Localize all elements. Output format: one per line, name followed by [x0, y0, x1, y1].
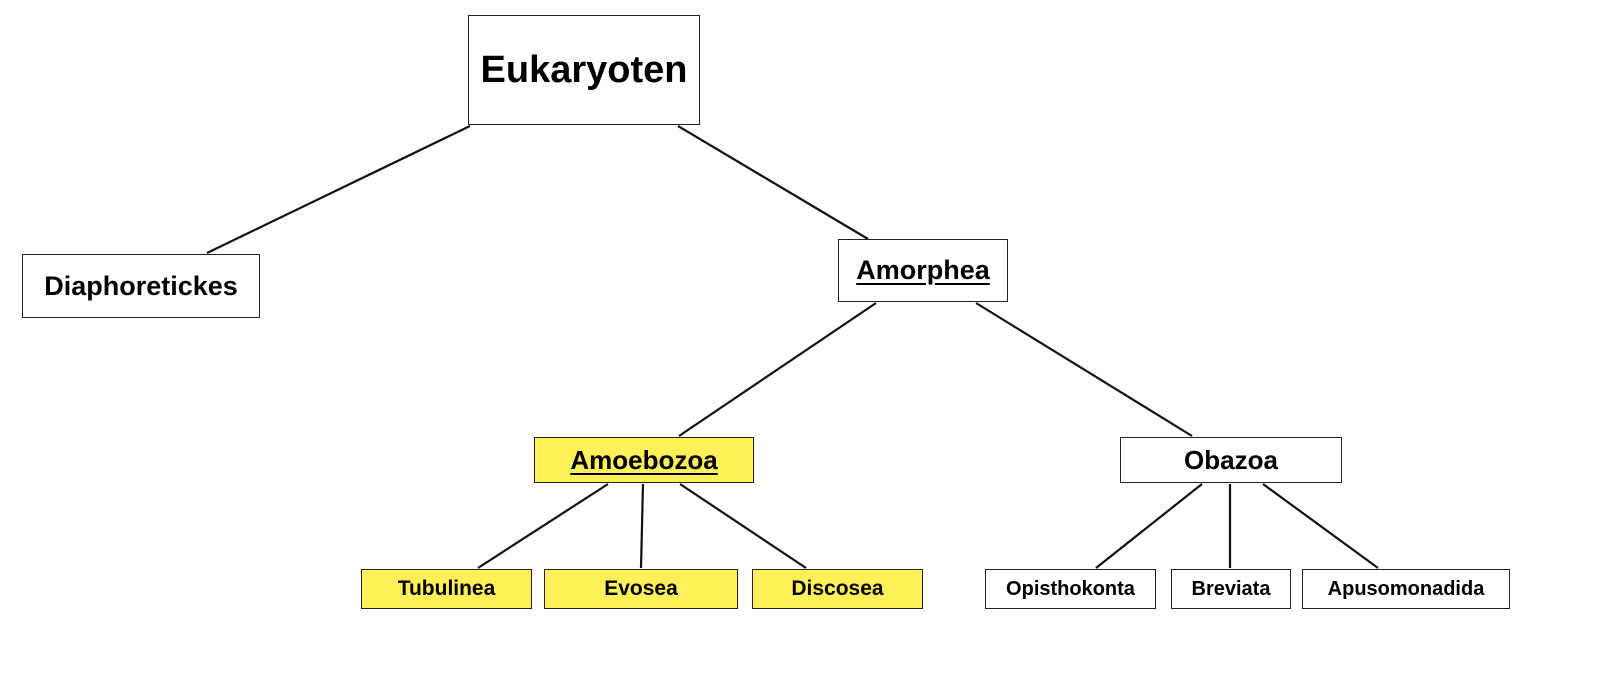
node-breviata: Breviata	[1171, 569, 1291, 609]
node-label: Breviata	[1191, 577, 1271, 600]
node-amorphea: Amorphea	[838, 239, 1008, 302]
node-obazoa: Obazoa	[1120, 437, 1342, 483]
node-evosea: Evosea	[544, 569, 738, 609]
edge-amoebozoa-tubulinea	[477, 483, 609, 569]
node-label: Amoebozoa	[570, 444, 718, 475]
edge-amoebozoa-evosea	[639, 483, 645, 569]
node-diaphoretickes: Diaphoretickes	[22, 254, 260, 318]
node-amoebozoa: Amoebozoa	[534, 437, 754, 483]
node-label: Opisthokonta	[1006, 577, 1135, 600]
node-tubulinea: Tubulinea	[361, 569, 532, 609]
node-apusomonadida: Apusomonadida	[1302, 569, 1510, 609]
node-discosea: Discosea	[752, 569, 923, 609]
edge-obazoa-apusomonadida	[1262, 483, 1379, 569]
node-label: Amorphea	[856, 255, 990, 285]
node-label: Evosea	[604, 577, 678, 600]
node-label: Diaphoretickes	[44, 270, 238, 301]
edge-amorphea-obazoa	[975, 302, 1193, 437]
node-eukaryoten: Eukaryoten	[468, 15, 700, 125]
node-label: Obazoa	[1184, 444, 1278, 475]
edge-eukaryoten-amorphea	[677, 125, 869, 240]
node-label: Apusomonadida	[1327, 577, 1485, 600]
node-opisthokonta: Opisthokonta	[985, 569, 1156, 609]
edge-eukaryoten-diaphoretickes	[206, 125, 471, 254]
edge-obazoa-opisthokonta	[1095, 483, 1203, 569]
edge-amoebozoa-discosea	[679, 483, 807, 569]
node-label: Eukaryoten	[480, 48, 688, 91]
node-label: Discosea	[791, 577, 884, 600]
edge-amorphea-amoebozoa	[678, 302, 877, 437]
node-label: Tubulinea	[397, 577, 496, 600]
